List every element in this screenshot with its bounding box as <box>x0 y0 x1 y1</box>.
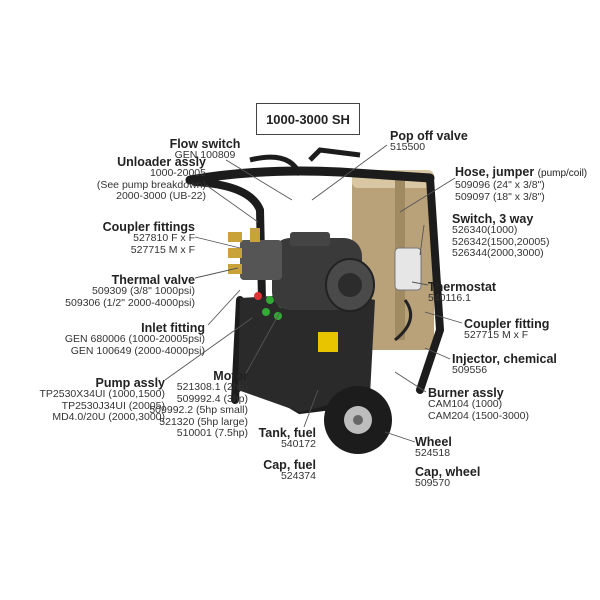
label-burner-assy: Burner assly CAM104 (1000) CAM204 (1500-… <box>428 387 548 422</box>
burner-assy-part-2: CAM204 (1500-3000) <box>428 411 548 423</box>
burner-assy-part-1: CAM104 (1000) <box>428 399 548 411</box>
label-wheel: Wheel 524518 <box>415 436 495 460</box>
wheel-part: 524518 <box>415 448 495 460</box>
label-switch-3way: Switch, 3 way 526340(1000) 526342(1500,2… <box>452 213 582 260</box>
unloader-assy-part-3: 2000-3000 (UB-22) <box>0 191 206 203</box>
label-hose-jumper: Hose, jumper (pump/coil) 509096 (24" x 3… <box>455 166 600 203</box>
hose-jumper-part-1: 509096 (24" x 3/8") <box>455 180 600 192</box>
model-title: 1000-3000 SH <box>256 103 360 135</box>
frame-handle <box>190 171 430 180</box>
tank-fuel-part: 540172 <box>236 439 316 451</box>
label-cap-fuel: Cap, fuel 524374 <box>236 459 316 483</box>
hose-jumper-part-2: 509097 (18" x 3/8") <box>455 192 600 204</box>
switch-3way-part-1: 526340(1000) <box>452 225 582 237</box>
brass-fitting <box>228 232 242 242</box>
motor-part-5: 510001 (7.5hp) <box>130 428 248 440</box>
thermal-valve-part-1: 509309 (3/8" 1000psi) <box>0 286 195 298</box>
thermal-valve-part-2: 509306 (1/2" 2000-4000psi) <box>0 298 195 310</box>
label-tank-fuel: Tank, fuel 540172 <box>236 427 316 451</box>
coupler-fitting-right-part: 527715 M x F <box>464 330 574 342</box>
hose-jumper-name: Hose, jumper <box>455 165 534 179</box>
inlet-fitting-part-1: GEN 680006 (1000-20005psi) <box>0 334 205 346</box>
switch-box <box>395 248 421 290</box>
injector-chemical-part: 509556 <box>452 365 572 377</box>
pump-head <box>240 240 282 280</box>
warning-label <box>318 332 338 352</box>
inlet-fitting-part-2: GEN 100649 (2000-4000psi) <box>0 346 205 358</box>
pop-off-valve-part: 515500 <box>390 142 490 154</box>
label-injector-chemical: Injector, chemical 509556 <box>452 353 572 377</box>
unloader-assy-part-1: 1000-20005 <box>0 168 206 180</box>
label-cap-wheel: Cap, wheel 509570 <box>415 466 505 490</box>
label-thermal-valve: Thermal valve 509309 (3/8" 1000psi) 5093… <box>0 274 195 309</box>
label-coupler-fitting-right: Coupler fitting 527715 M x F <box>464 318 574 342</box>
coupler-fittings-part-1: 527810 F x F <box>0 233 195 245</box>
motor-part-1: 521308.1 (2hp) <box>130 382 248 394</box>
thermostat-part: 540116.1 <box>428 293 518 305</box>
cap-wheel-part: 509570 <box>415 478 505 490</box>
motor-part-3: 509992.2 (5hp small) <box>130 405 248 417</box>
hose-jumper-name-line: Hose, jumper (pump/coil) <box>455 166 600 180</box>
coupler-fittings-part-2: 527715 M x F <box>0 245 195 257</box>
label-coupler-fittings: Coupler fittings 527810 F x F 527715 M x… <box>0 221 195 256</box>
switch-3way-part-3: 526344(2000,3000) <box>452 248 582 260</box>
cap-fuel-part: 524374 <box>236 471 316 483</box>
hose-jumper-suffix: (pump/coil) <box>538 168 587 179</box>
label-pop-off-valve: Pop off valve 515500 <box>390 130 490 154</box>
label-thermostat: Thermostat 540116.1 <box>428 281 518 305</box>
label-unloader-assy: Unloader assly 1000-20005 (See pump brea… <box>0 156 206 203</box>
label-motor: Motor 521308.1 (2hp) 509992.4 (3hp) 5099… <box>130 370 248 440</box>
label-inlet-fitting: Inlet fitting GEN 680006 (1000-20005psi)… <box>0 322 205 357</box>
